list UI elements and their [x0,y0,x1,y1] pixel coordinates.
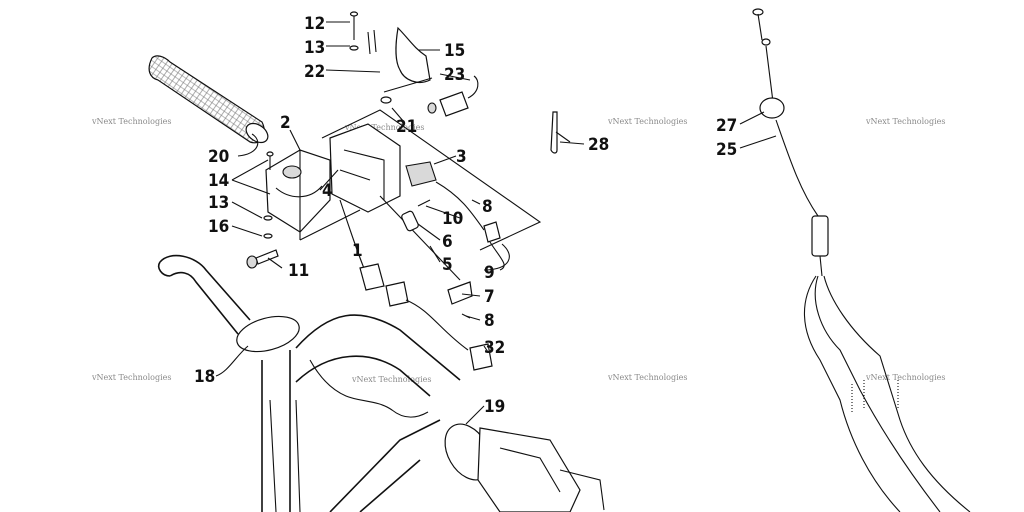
part-label-11: 11 [288,261,309,281]
bracket-part-7 [447,281,473,319]
part-label-20: 20 [208,147,229,167]
watermark: vNext Technologies [351,375,431,384]
part-label-5: 5 [442,255,453,275]
watermarks: vNext Technologies vNext Technologies vN… [91,117,945,384]
part-label-25: 25 [716,140,737,160]
grip-part-19 [444,423,605,512]
part-label-10: 10 [442,209,463,229]
part-label-21: 21 [396,117,417,137]
watermark: vNext Technologies [344,123,424,132]
watermark: vNext Technologies [607,373,687,382]
part-label-7: 7 [484,287,495,307]
pin-part-12 [349,11,392,104]
part-label-6: 6 [442,232,453,252]
component-parts-5-6 [401,199,431,232]
part-label-1: 1 [352,241,363,261]
part-label-16: 16 [208,217,229,237]
screw-part-11 [246,249,279,269]
part-label-13: 13 [208,193,229,213]
part-label-9: 9 [484,263,495,283]
part-label-15: 15 [444,41,465,61]
part-label-4: 4 [322,181,333,201]
watermark: vNext Technologies [865,373,945,382]
key-part-28 [550,111,571,154]
part-label-22: 22 [304,62,325,82]
part-label-32: 32 [484,338,505,358]
part-label-28: 28 [588,135,609,155]
part-label-8: 8 [482,197,493,217]
part-label-18: 18 [194,367,215,387]
part-labels: 12 13 22 15 23 2 21 20 3 28 14 4 8 13 10… [194,14,737,417]
part-label-23: 23 [444,65,465,85]
part-label-14: 14 [208,171,229,191]
connector-part-23 [427,75,479,117]
handlebar-part-18 [157,254,461,512]
hardware-parts-14-13-16 [263,151,274,239]
switch-housing-part-2 [265,149,331,233]
part-label-8: 8 [484,311,495,331]
watermark: vNext Technologies [865,117,945,126]
part-label-3: 3 [456,147,467,167]
switch-housing-part-3 [329,123,437,213]
lever-part-15 [383,26,433,93]
watermark: vNext Technologies [607,117,687,126]
part-label-13: 13 [304,38,325,58]
part-label-2: 2 [280,113,291,133]
part-label-19: 19 [484,397,505,417]
watermark: vNext Technologies [91,373,171,382]
leader-lines [215,21,777,425]
clip-part-9 [435,181,505,271]
part-label-12: 12 [304,14,325,34]
cable-part-25 [752,8,971,512]
screw-part-21 [391,107,405,123]
part-label-27: 27 [716,116,737,136]
watermark: vNext Technologies [91,117,171,126]
explode-lines [299,109,542,281]
grip-part-20 [148,55,269,144]
